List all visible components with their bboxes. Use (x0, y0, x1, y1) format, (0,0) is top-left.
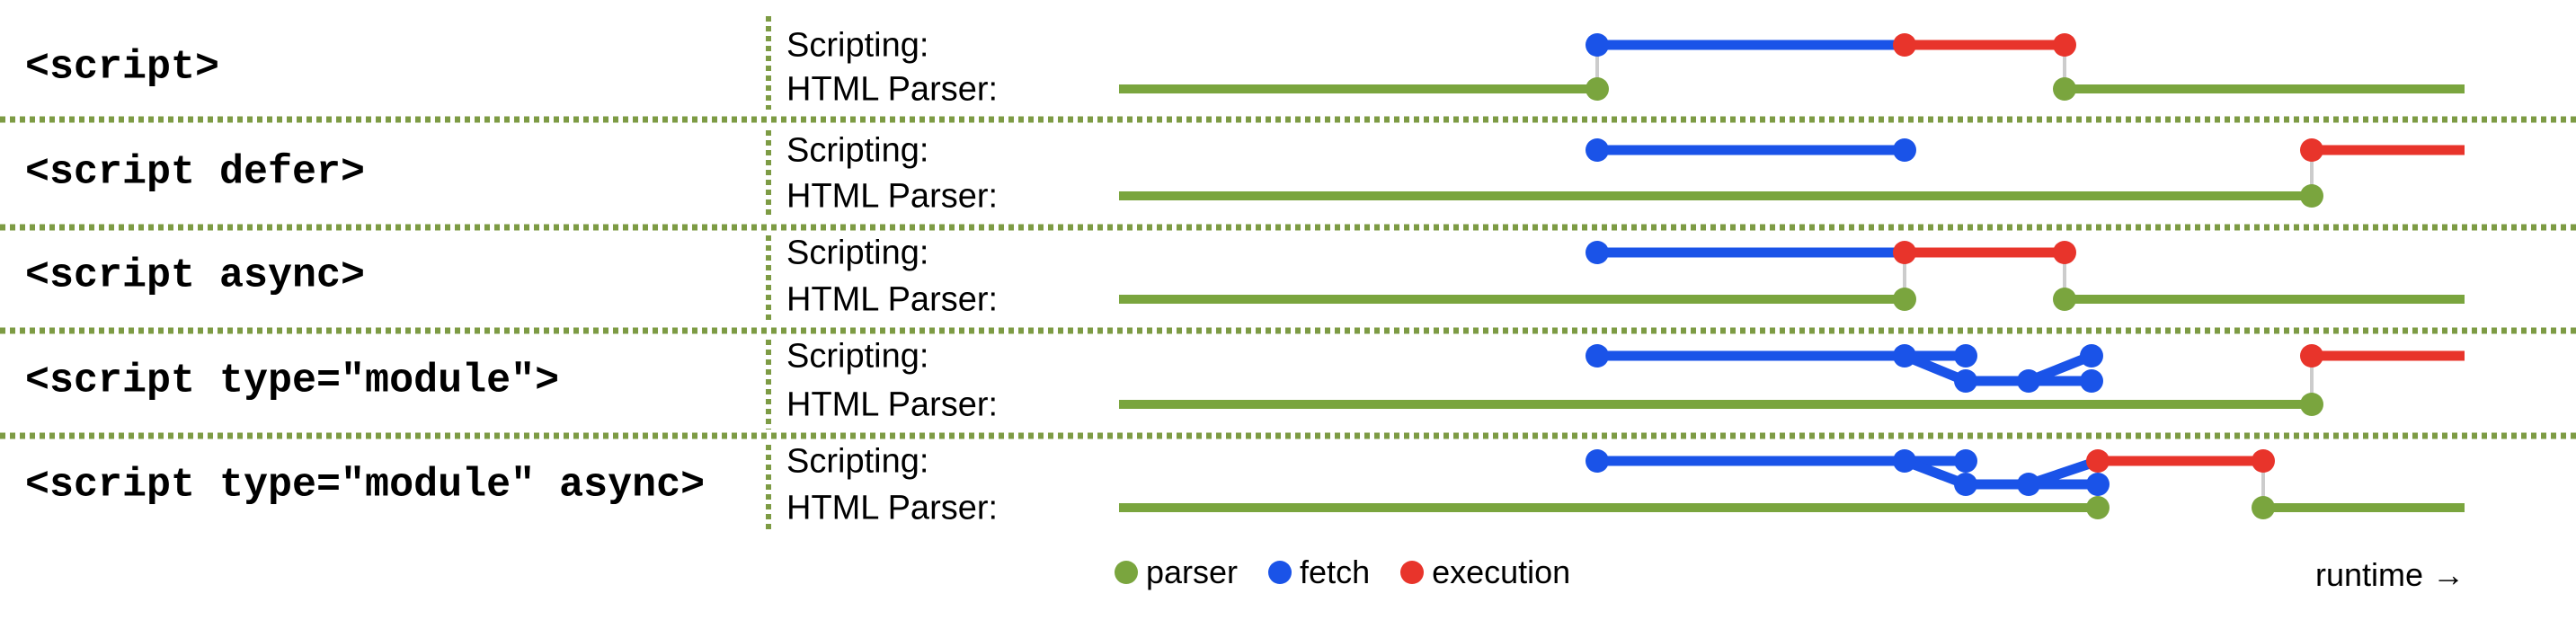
scripting-track-label: Scripting: (786, 234, 929, 272)
legend-item-execution: execution (1400, 554, 1570, 591)
row-label-script: <script> (25, 44, 220, 91)
html-parser-track-label: HTML Parser: (786, 70, 999, 109)
execution-dot (1893, 241, 1916, 264)
fetch-dot (1954, 473, 1977, 496)
html-parser-track-label: HTML Parser: (786, 489, 999, 527)
parser-dot (1893, 288, 1916, 311)
scripting-track-label: Scripting: (786, 26, 929, 65)
fetch-legend-label: fetch (1300, 554, 1371, 590)
execution-legend-dot (1400, 561, 1425, 584)
execution-dot (2300, 344, 2323, 368)
html-parser-track-label: HTML Parser: (786, 385, 999, 424)
fetch-dot (1893, 449, 1916, 473)
execution-dot (2252, 449, 2275, 473)
execution-dot (2053, 241, 2076, 264)
parser-dot (2300, 184, 2323, 208)
row-label-script-async: <script async> (25, 252, 366, 299)
runtime-axis-label: runtime → (2314, 556, 2465, 593)
execution-dot (1893, 33, 1916, 57)
parser-dot (2252, 496, 2275, 519)
legend: parser fetch execution (1115, 554, 1570, 591)
fetch-dot (1893, 138, 1916, 162)
fetch-dot (1586, 138, 1609, 162)
parser-legend-dot (1115, 561, 1138, 584)
legend-item-parser: parser (1115, 554, 1238, 591)
parser-dot (2053, 77, 2076, 101)
parser-legend-label: parser (1146, 554, 1239, 590)
fetch-dot (1954, 449, 1977, 473)
fetch-dot (1893, 344, 1916, 368)
fetch-dot (1954, 369, 1977, 393)
fetch-dot (1586, 33, 1609, 57)
fetch-dot (1954, 344, 1977, 368)
parser-dot (1586, 77, 1609, 101)
execution-dot (2086, 449, 2110, 473)
fetch-dot (2080, 369, 2103, 393)
fetch-dot (2017, 369, 2040, 393)
html-parser-track-label: HTML Parser: (786, 177, 999, 216)
legend-item-fetch: fetch (1268, 554, 1370, 591)
html-parser-track-label: HTML Parser: (786, 280, 999, 319)
scripting-track-label: Scripting: (786, 442, 929, 481)
row-label-script-module: <script type="module"> (25, 358, 560, 404)
fetch-legend-dot (1268, 561, 1292, 584)
fetch-dot (1586, 344, 1609, 368)
fetch-dot (1586, 241, 1609, 264)
fetch-dot (1586, 449, 1609, 473)
row-label-script-module-async: <script type="module" async> (25, 462, 706, 509)
fetch-dot (2017, 473, 2040, 496)
execution-legend-label: execution (1432, 554, 1571, 590)
fetch-dot (2080, 344, 2103, 368)
row-label-script-defer: <script defer> (25, 149, 366, 196)
execution-dot (2300, 138, 2323, 162)
fetch-dot (2086, 473, 2110, 496)
parser-dot (2053, 288, 2076, 311)
execution-dot (2053, 33, 2076, 57)
scripting-track-label: Scripting: (786, 131, 929, 170)
parser-dot (2086, 496, 2110, 519)
parser-dot (2300, 393, 2323, 416)
scripting-track-label: Scripting: (786, 337, 929, 376)
